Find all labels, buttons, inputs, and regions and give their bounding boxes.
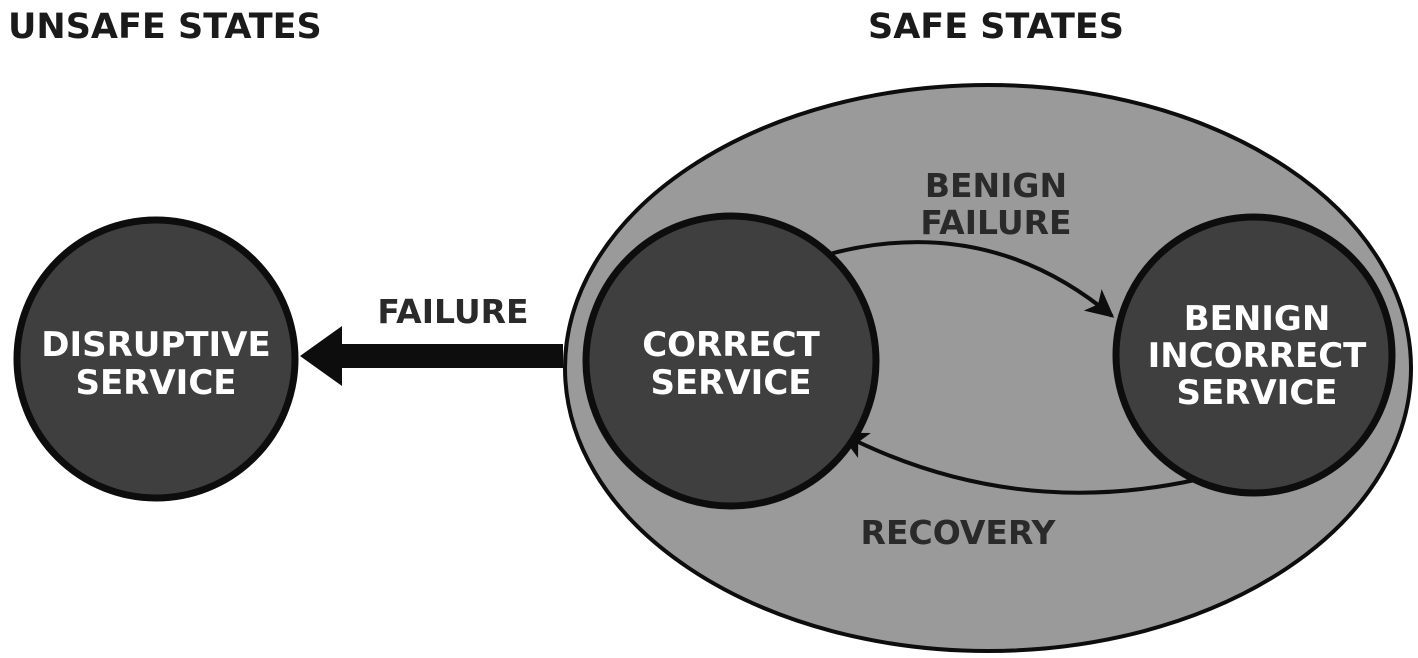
recovery-label: RECOVERY — [861, 513, 1057, 552]
failure-arrow — [300, 326, 563, 386]
failure-label: FAILURE — [377, 292, 528, 331]
benign-incorrect-service-label-line1: BENIGN — [1184, 299, 1331, 339]
benign-failure-label-line2: FAILURE — [920, 203, 1071, 242]
correct-service-label-line2: SERVICE — [650, 363, 811, 403]
benign-failure-label-line1: BENIGN — [925, 166, 1067, 205]
correct-service-label-line1: CORRECT — [642, 325, 820, 365]
benign-incorrect-service-label-line2: INCORRECT — [1148, 336, 1368, 376]
benign-incorrect-service-node — [1112, 213, 1396, 497]
safe-states-heading: SAFE STATES — [868, 7, 1124, 47]
unsafe-states-heading: UNSAFE STATES — [8, 7, 322, 47]
recovery-arrow — [839, 432, 1196, 495]
disruptive-service-label-line2: SERVICE — [75, 363, 236, 403]
benign-failure-label: BENIGN FAILURE — [920, 166, 1071, 242]
benign-failure-arrow — [821, 240, 1115, 318]
correct-service-node — [582, 212, 880, 510]
disruptive-service-node — [13, 216, 299, 502]
benign-incorrect-service-label-line3: SERVICE — [1176, 373, 1337, 413]
disruptive-service-label-line1: DISRUPTIVE — [41, 325, 270, 365]
